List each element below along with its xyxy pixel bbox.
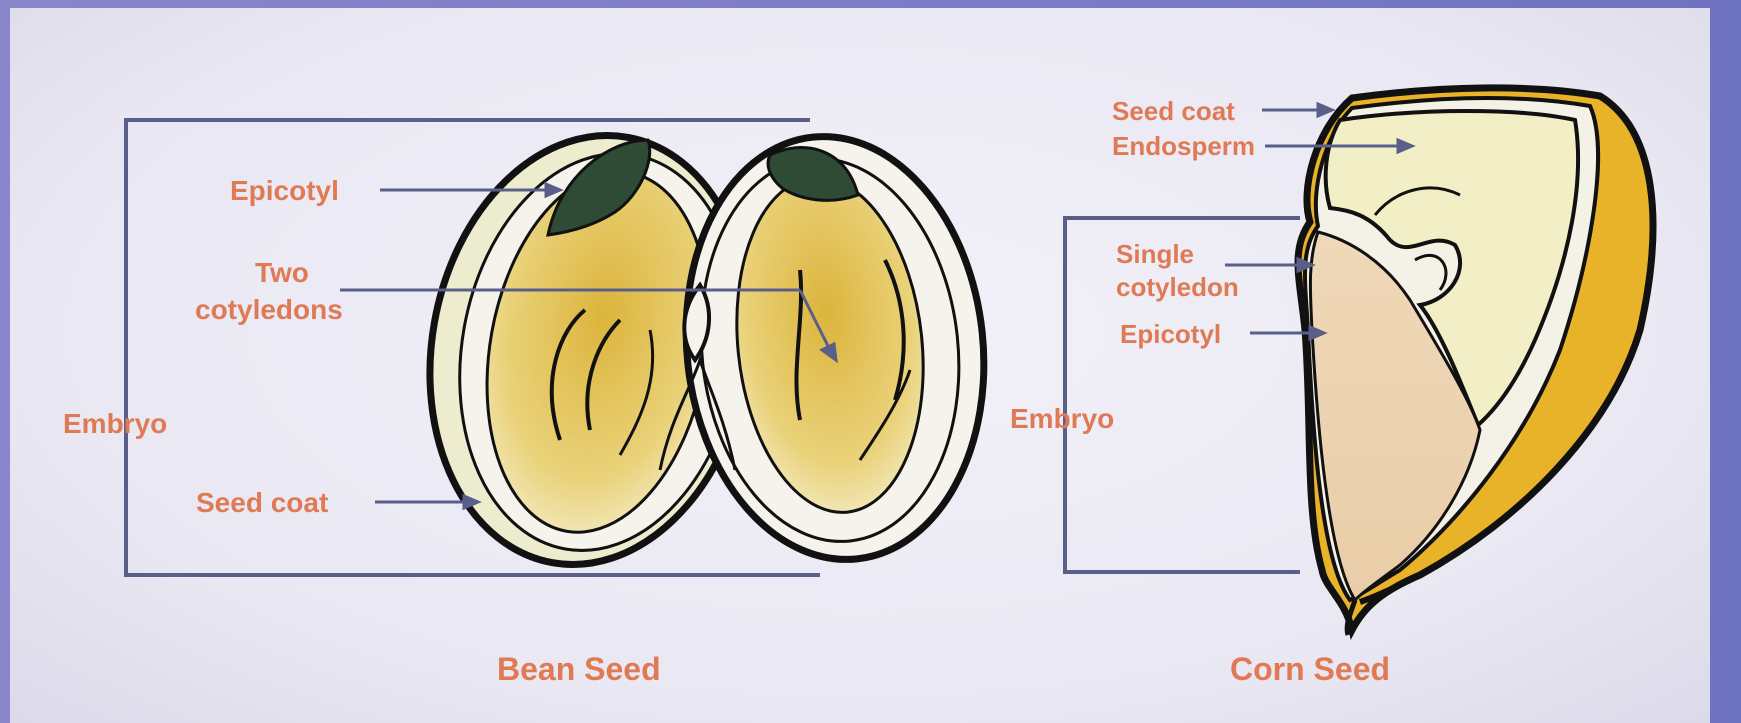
corn-label-epicotyl: Epicotyl (1120, 319, 1221, 349)
corn-seed-drawing (1065, 88, 1653, 635)
bean-label-cotyledons: cotyledons (195, 294, 343, 325)
bean-label-seed-coat: Seed coat (196, 487, 328, 518)
corn-label-cotyledon: cotyledon (1116, 272, 1239, 302)
corn-label-seed-coat: Seed coat (1112, 96, 1235, 126)
corn-title: Corn Seed (1230, 651, 1390, 687)
bean-title: Bean Seed (497, 651, 661, 687)
corn-label-single: Single (1116, 239, 1194, 269)
bean-label-two: Two (255, 257, 309, 288)
corn-label-endosperm: Endosperm (1112, 131, 1255, 161)
bean-label-epicotyl: Epicotyl (230, 175, 339, 206)
bean-label-embryo: Embryo (63, 408, 167, 439)
corn-label-embryo: Embryo (1010, 403, 1114, 434)
